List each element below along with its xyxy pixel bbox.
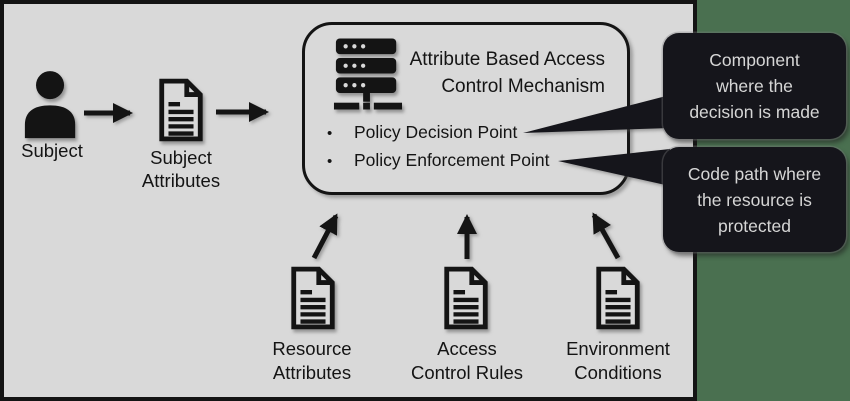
access-control-rules-document-icon xyxy=(440,265,492,331)
subject-attributes-document-icon xyxy=(155,77,207,143)
environment-conditions-document-icon xyxy=(592,265,644,331)
callout-decision-line1: Component xyxy=(709,50,800,70)
bullet-item-pep: • Policy Enforcement Point xyxy=(327,147,550,175)
policy-decision-point-label: Policy Decision Point xyxy=(354,122,518,142)
abac-mechanism-title: Attribute Based Access Control Mechanism xyxy=(393,46,605,100)
person-icon xyxy=(22,68,80,139)
bullet-dot: • xyxy=(327,153,333,170)
callout-codepath-line1: Code path where xyxy=(687,163,822,184)
abac-title-line1: Attribute Based Access xyxy=(409,49,605,70)
callout-codepath-line3: protected xyxy=(718,215,791,236)
abac-title-line2: Control Mechanism xyxy=(441,76,605,97)
subject-attributes-label-line1: Subject xyxy=(150,147,212,168)
resource-attributes-line1: Resource xyxy=(272,338,352,359)
environment-conditions-label: Environment Conditions xyxy=(548,337,688,385)
callout-codepath-line2: the resource is xyxy=(697,189,812,210)
policy-enforcement-point-label: Policy Enforcement Point xyxy=(354,150,550,170)
resource-attributes-line2: Attributes xyxy=(272,362,352,383)
abac-bullet-list: • Policy Decision Point • Policy Enforce… xyxy=(327,119,550,175)
callout-decision: Component where the decision is made xyxy=(663,33,846,139)
bullet-dot: • xyxy=(327,125,333,142)
bullet-item-pdp: • Policy Decision Point xyxy=(327,119,550,147)
access-control-rules-label: Access Control Rules xyxy=(397,337,537,385)
resource-attributes-label: Resource Attributes xyxy=(242,337,382,385)
subject-label: Subject xyxy=(21,140,83,161)
access-control-rules-line1: Access xyxy=(437,338,497,359)
subject-attributes-label-line2: Attributes xyxy=(141,170,221,191)
environment-conditions-line1: Environment xyxy=(566,338,670,359)
callout-codepath: Code path where the resource is protecte… xyxy=(663,147,846,252)
subject-attributes-label: Subject Attributes xyxy=(135,146,227,192)
callout-decision-line2: where the xyxy=(716,76,793,96)
callout-decision-line3: decision is made xyxy=(689,102,820,122)
environment-conditions-line2: Conditions xyxy=(574,362,662,383)
access-control-rules-line2: Control Rules xyxy=(410,362,524,383)
resource-attributes-document-icon xyxy=(287,265,339,331)
